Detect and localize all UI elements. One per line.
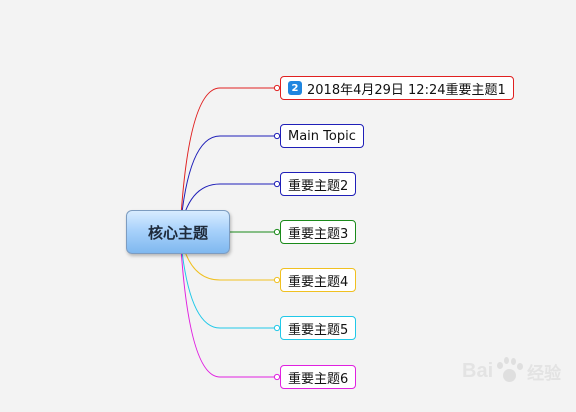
topic-3-label: 重要主题3 bbox=[288, 226, 349, 242]
connector-dot-1[interactable] bbox=[273, 84, 281, 92]
topic-2-label: 重要主题2 bbox=[288, 178, 349, 194]
connector-1 bbox=[179, 87, 277, 233]
topic-1-label: 2018年4月29日 12:24重要主题1 bbox=[307, 82, 506, 98]
connector-dot-6[interactable] bbox=[273, 324, 281, 332]
topic-6[interactable]: 重要主题6 bbox=[280, 365, 357, 389]
topic-main[interactable]: Main Topic bbox=[280, 124, 364, 148]
connector-dot-5[interactable] bbox=[273, 276, 281, 284]
central-topic[interactable]: 核心主题 bbox=[126, 210, 230, 254]
topic-2[interactable]: 重要主题2 bbox=[280, 172, 357, 196]
connector-dot-3[interactable] bbox=[273, 180, 281, 188]
topic-5[interactable]: 重要主题5 bbox=[280, 316, 357, 340]
central-topic-label: 核心主题 bbox=[147, 223, 208, 242]
baidu-watermark: Bai 经验 bbox=[462, 356, 561, 386]
topic-4[interactable]: 重要主题4 bbox=[280, 268, 357, 292]
topic-5-label: 重要主题5 bbox=[288, 322, 349, 338]
connector-dot-7[interactable] bbox=[273, 373, 281, 381]
watermark-text-latin: Bai bbox=[462, 359, 494, 382]
topic-6-label: 重要主题6 bbox=[288, 371, 349, 387]
topic-3[interactable]: 重要主题3 bbox=[280, 220, 357, 244]
topic-1[interactable]: 2 2018年4月29日 12:24重要主题1 bbox=[280, 76, 514, 100]
topic-main-label: Main Topic bbox=[288, 128, 356, 144]
watermark-text-cn: 经验 bbox=[527, 363, 562, 384]
paw-logo-icon bbox=[494, 356, 524, 386]
priority-badge-icon: 2 bbox=[288, 81, 302, 95]
topic-4-label: 重要主题4 bbox=[288, 274, 349, 290]
connector-7 bbox=[179, 231, 277, 378]
connector-dot-4[interactable] bbox=[273, 228, 281, 236]
connector-dot-2[interactable] bbox=[273, 132, 281, 140]
